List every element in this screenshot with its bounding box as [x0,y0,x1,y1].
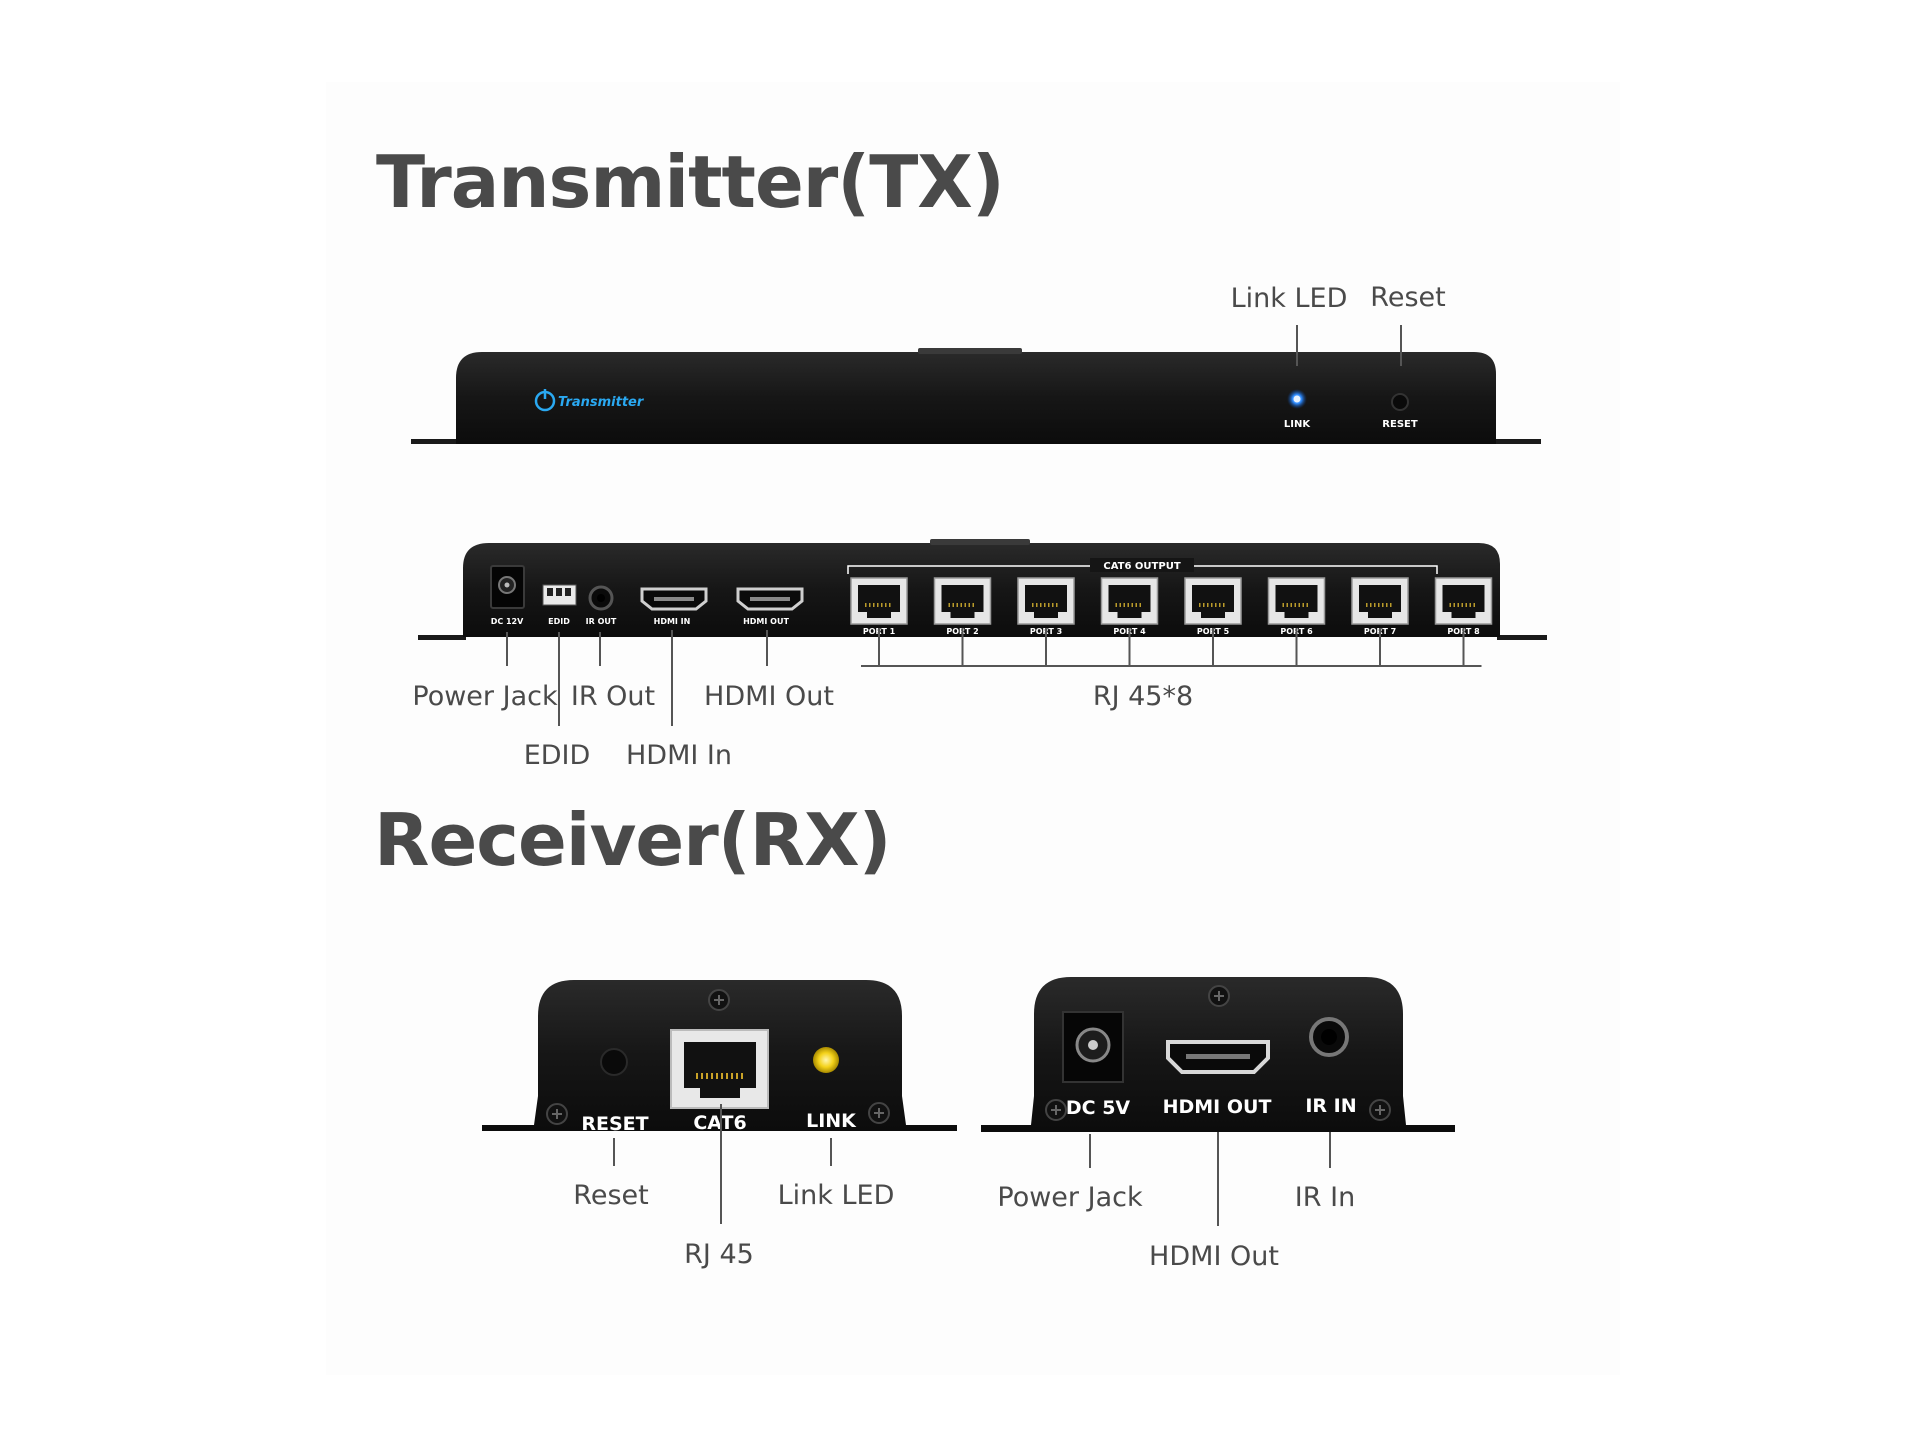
rx-a-link-led [813,1047,839,1073]
tx-rj45-port [1100,577,1159,625]
tx-rj45-port [850,577,908,625]
tx-link-led-core [1293,395,1301,403]
callout-rx-b-hdmi-out: HDMI Out [1149,1241,1279,1272]
tx-front-body [456,352,1496,444]
rx-b-hdmi-out-label: HDMI OUT [1163,1096,1272,1118]
tx-rear-mount-right [1497,635,1547,640]
rx-unit-a: RESET CAT6 LINK [482,980,957,1224]
callout-rx-b-power-jack: Power Jack [997,1182,1143,1213]
screw-icon [1369,1099,1391,1121]
screw-icon [546,1103,568,1125]
leader-tx-rj45-bracket [861,628,1482,667]
transmitter-heading: Transmitter(TX) [376,140,1005,224]
tx-rj45-port [1267,577,1326,625]
callout-tx-ir-out: IR Out [570,681,656,712]
callout-rx-b-ir-in: IR In [1294,1182,1356,1213]
tx-rj45-port [1351,577,1409,625]
tx-rj45-port [1184,577,1242,625]
tx-front-top-seam [918,348,1022,354]
callout-tx-link-led: Link LED [1230,283,1348,314]
power-logo-icon [534,389,556,412]
screw-icon [868,1102,890,1124]
callout-tx-power-jack: Power Jack [412,681,558,712]
tx-rear-top-seam [930,539,1030,545]
callout-tx-hdmi-out: HDMI Out [704,681,834,712]
callout-tx-hdmi-in: HDMI In [625,740,733,771]
rx-unit-b: DC 5V HDMI OUT IR IN [981,977,1455,1226]
content-panel [326,82,1620,1375]
tx-rj45-port [1017,577,1075,625]
callout-rx-a-rj45: RJ 45 [684,1239,754,1270]
callout-tx-edid: EDID [523,740,591,771]
rx-a-reset-label: RESET [581,1113,648,1135]
tx-brand-text: Transmitter [558,395,645,410]
tx-led-label: LINK [1284,419,1311,430]
tx-dc-label: DC 12V [491,617,524,626]
tx-ir-out-label: IR OUT [586,617,617,626]
callout-tx-rj45: RJ 45*8 [1092,681,1194,712]
tx-reset-button [1391,393,1409,411]
callout-tx-reset: Reset [1370,282,1446,313]
tx-cat6-group-label: CAT6 OUTPUT [1103,561,1180,572]
callout-rx-a-link-led: Link LED [777,1180,895,1211]
tx-reset-label: RESET [1382,419,1418,430]
tx-hdmi-out-label: HDMI OUT [743,617,789,626]
tx-front-mount-left [411,439,459,444]
tx-rj45-port [933,577,992,625]
tx-hdmi-in-label: HDMI IN [654,617,691,626]
rx-a-link-label: LINK [806,1110,857,1132]
tx-rj45-port [1434,577,1493,625]
tx-front-mount-right [1484,439,1541,444]
tx-rear-mount-left [418,635,466,640]
tx-front-panel: Transmitter LINK RESET [411,325,1541,444]
tx-edid-label: EDID [548,617,570,626]
screw-icon [1045,1099,1067,1121]
receiver-heading: Receiver(RX) [374,798,892,882]
callout-rx-a-reset: Reset [573,1180,649,1211]
screw-icon [708,989,730,1011]
screw-icon [1208,985,1230,1007]
rx-b-dc-label: DC 5V [1066,1097,1131,1119]
tx-rear-panel: DC 12V EDID IR OUT HDMI IN HDMI OUT CAT6… [418,539,1547,726]
rx-a-reset-button [600,1048,628,1076]
rx-b-ir-in-label: IR IN [1305,1095,1356,1117]
